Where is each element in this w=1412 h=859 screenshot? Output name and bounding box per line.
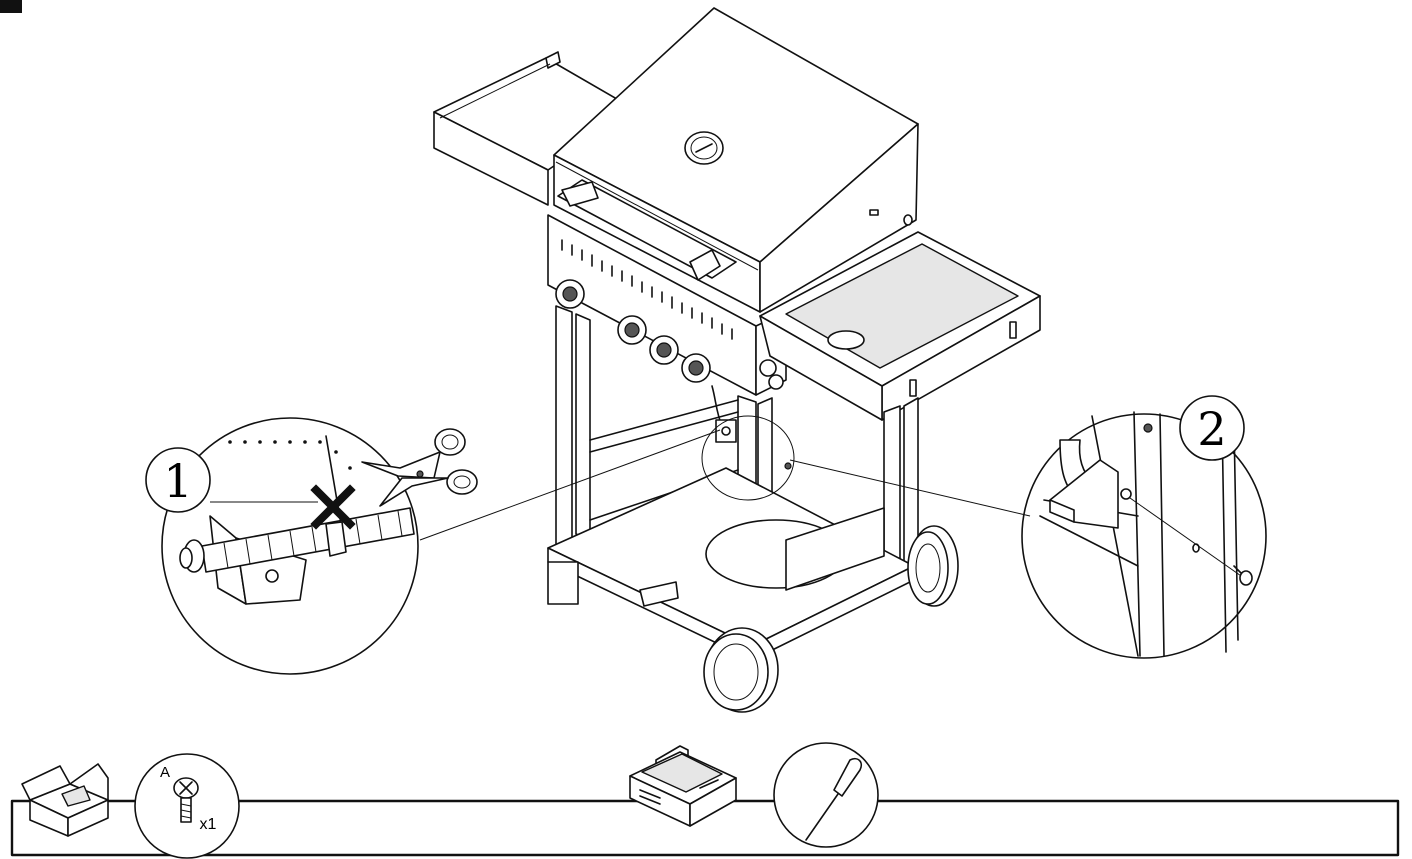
part-letter: A xyxy=(160,764,170,781)
screwdriver-icon xyxy=(805,757,863,841)
cross-mark-icon xyxy=(310,484,356,530)
leader-line-1 xyxy=(419,429,721,541)
control-knobs xyxy=(555,279,711,383)
callout-1-circle xyxy=(145,447,211,513)
gas-hose xyxy=(179,507,415,573)
leader-line-2 xyxy=(789,459,1031,517)
screw-a xyxy=(1233,565,1253,586)
screw-icon xyxy=(173,777,199,823)
callout-2-circle xyxy=(1179,395,1245,461)
rear-wheel xyxy=(907,525,959,607)
right-side-shelf xyxy=(759,231,1041,421)
part-quantity: x1 xyxy=(200,816,217,833)
detail-view-1: 1 xyxy=(145,417,478,675)
callout-1-label: 1 xyxy=(163,454,192,508)
toolbox-icon xyxy=(629,745,737,827)
detail-view-2: 2 xyxy=(1021,395,1267,659)
callout-2-label: 2 xyxy=(1197,402,1226,456)
cable-tie xyxy=(325,521,347,557)
screwdriver-tool-circle xyxy=(773,742,879,848)
perforation-dots xyxy=(228,440,352,470)
vent-slots xyxy=(561,239,733,340)
grill-illustration xyxy=(433,7,1041,713)
scissors-icon xyxy=(361,428,478,507)
lid-handle xyxy=(557,179,737,281)
parts-tools-bar: A x1 xyxy=(10,742,1400,859)
parts-box-icon xyxy=(21,763,109,837)
front-wheel xyxy=(703,627,779,713)
page-corner-tab xyxy=(0,0,22,13)
detail-origin-circle xyxy=(701,415,795,501)
bottom-tray xyxy=(547,467,915,661)
